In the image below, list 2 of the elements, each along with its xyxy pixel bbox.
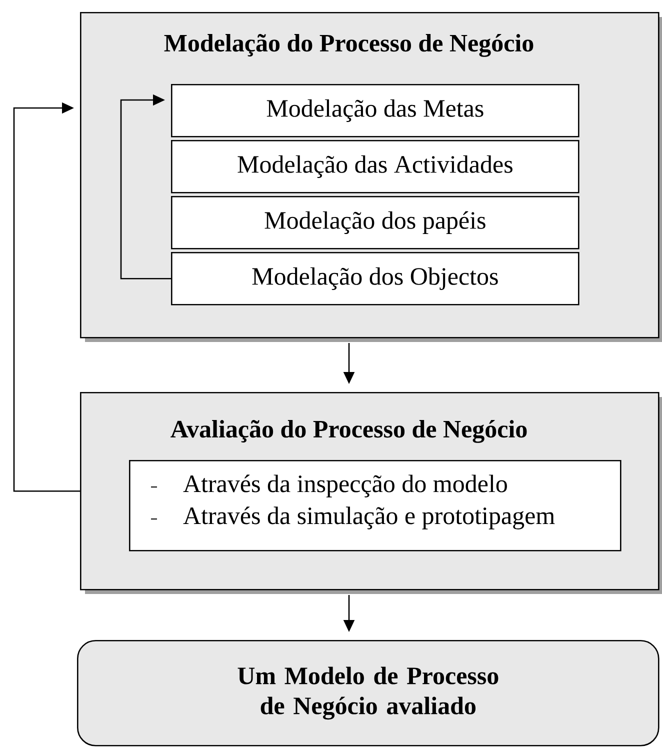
arrow <box>13 102 80 492</box>
result-box: Um Modelo de Processo de Negócio avaliado <box>77 640 660 746</box>
